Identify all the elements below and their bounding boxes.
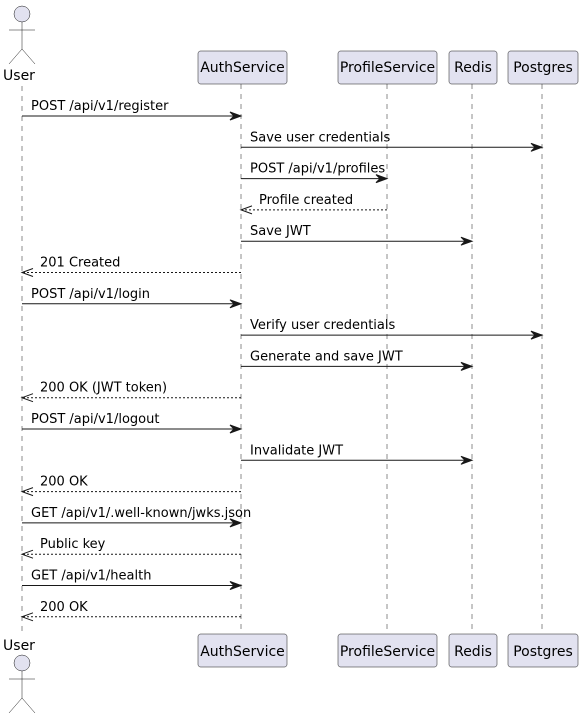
message-label: POST /api/v1/login [31,287,150,302]
participant-profileservice-top: ProfileService [337,50,438,85]
message-arrowhead-icon [20,549,34,559]
message-arrowhead-icon [20,612,34,622]
message-arrowhead-icon [20,487,34,497]
participant-authservice-bottom-label: AuthService [200,644,285,660]
message-5: Save JWT [241,224,474,246]
message-arrowhead-icon [375,174,389,184]
message-label: Invalidate JWT [250,443,343,458]
message-arrowhead-icon [229,581,243,590]
message-arrowhead-icon [530,330,544,340]
participant-postgres-bottom-label: Postgres [513,644,573,660]
message-1: POST /api/v1/register [22,99,243,121]
message-7: POST /api/v1/login [22,287,243,309]
message-label: POST /api/v1/logout [31,412,159,427]
message-10: 200 OK (JWT token) [20,381,241,403]
message-label: Generate and save JWT [250,349,403,364]
participant-authservice-bottom: AuthService [197,633,288,668]
message-arrowhead-icon [460,361,474,371]
message-arrowhead-icon [20,268,34,277]
participant-redis-top: Redis [448,50,498,85]
user-actor-bottom: User [3,638,36,714]
message-label: GET /api/v1/health [31,569,151,584]
message-8: Verify user credentials [241,318,544,340]
message-label: Verify user credentials [250,318,395,333]
message-label: Profile created [259,193,353,208]
message-label: 200 OK [40,475,88,490]
message-13: 200 OK [20,475,241,497]
participant-postgres-bottom: Postgres [507,633,579,668]
participant-postgres-top-label: Postgres [513,60,573,76]
message-label: Save JWT [250,224,311,239]
message-6: 201 Created [20,256,241,277]
user-actor-top-icon [8,5,36,65]
participant-redis-bottom: Redis [448,633,498,668]
participant-redis-top-label: Redis [454,60,492,76]
message-9: Generate and save JWT [241,349,474,371]
message-4: Profile created [239,193,387,215]
message-label: POST /api/v1/register [31,99,169,114]
participant-redis-bottom-label: Redis [454,644,492,660]
message-label: 201 Created [40,256,120,271]
user-actor-top: User [3,5,36,84]
message-3: POST /api/v1/profiles [241,162,389,184]
message-arrowhead-icon [20,393,34,403]
message-label: POST /api/v1/profiles [250,162,385,177]
message-arrowhead-icon [229,424,243,434]
message-arrowhead-icon [229,299,243,309]
message-label: 200 OK [40,600,88,615]
message-arrowhead-icon [530,142,544,152]
message-11: POST /api/v1/logout [22,412,243,434]
user-actor-top-label: User [3,68,35,84]
message-label: Public key [40,537,106,552]
message-14: GET /api/v1/.well-known/jwks.json [22,506,251,528]
message-label: GET /api/v1/.well-known/jwks.json [31,506,251,521]
message-arrowhead-icon [229,111,243,121]
message-arrowhead-icon [460,455,474,465]
participant-profileservice-bottom: ProfileService [337,633,438,668]
message-12: Invalidate JWT [241,443,474,465]
message-2: Save user credentials [241,130,544,152]
message-17: 200 OK [20,600,241,622]
message-arrowhead-icon [229,518,243,528]
message-15: Public key [20,537,241,559]
participant-profileservice-bottom-label: ProfileService [340,644,435,660]
message-label: Save user credentials [250,130,391,145]
message-label: 200 OK (JWT token) [40,381,167,396]
message-arrowhead-icon [239,205,253,215]
participant-profileservice-top-label: ProfileService [340,60,435,76]
participant-postgres-top: Postgres [507,50,579,85]
participant-authservice-top: AuthService [197,50,288,85]
user-actor-bottom-icon [8,654,36,714]
message-16: GET /api/v1/health [22,569,243,590]
user-actor-bottom-label: User [3,638,35,654]
participant-authservice-top-label: AuthService [200,60,285,76]
message-arrowhead-icon [460,236,474,246]
